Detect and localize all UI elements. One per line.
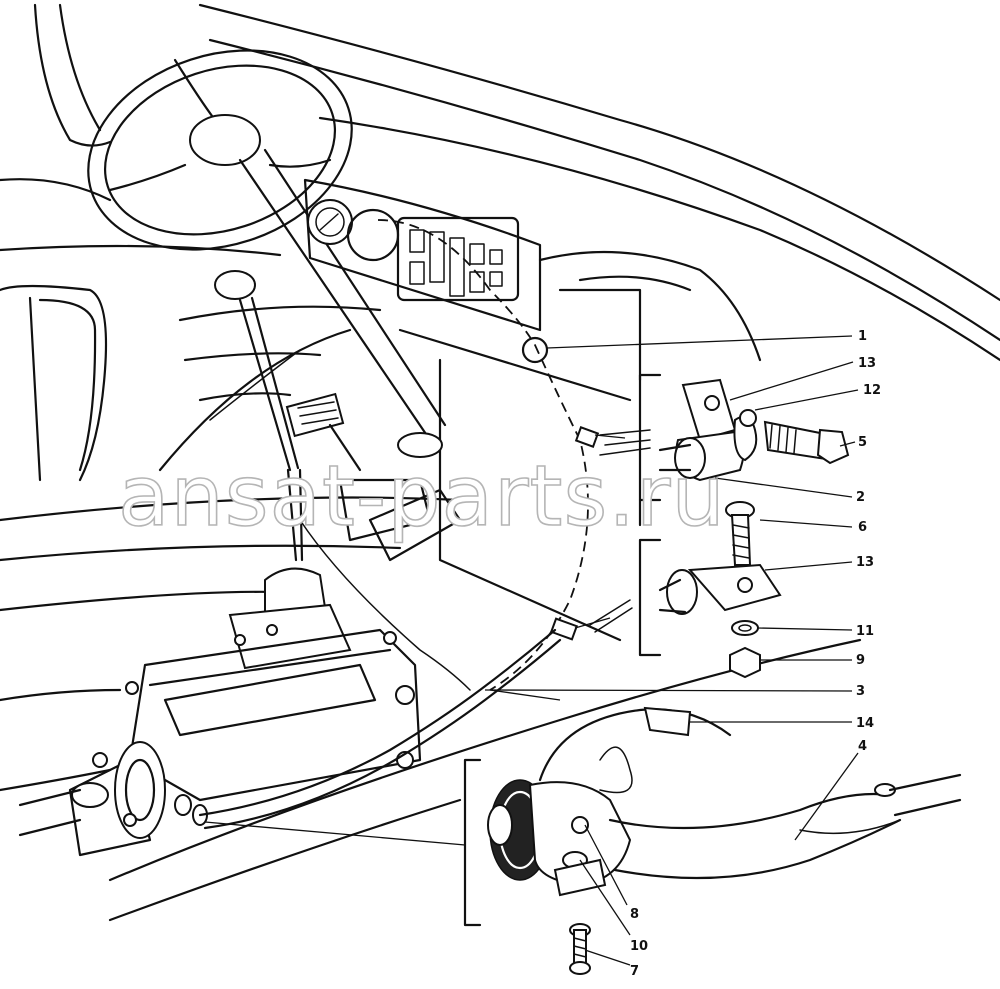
callout-6: 6 <box>858 520 867 535</box>
drive-detail <box>463 706 962 975</box>
gearbox <box>18 603 422 857</box>
speedometer-drive-cable <box>198 519 562 830</box>
speedometer-cable-route <box>377 219 600 691</box>
instrument-panel <box>303 178 542 332</box>
callout-5: 5 <box>858 435 867 450</box>
leader-lines <box>204 335 859 966</box>
cab-interior <box>0 3 1000 922</box>
clamp-detail-upper <box>599 373 850 527</box>
callout-11: 11 <box>856 624 874 639</box>
pedals <box>285 392 462 562</box>
callout-9: 9 <box>856 653 865 668</box>
callout-10: 10 <box>630 939 648 954</box>
callout-12: 12 <box>863 383 881 398</box>
callout-8: 8 <box>630 907 639 922</box>
callout-1: 1 <box>858 329 867 344</box>
callout-13-upper: 13 <box>858 356 876 371</box>
callout-14: 14 <box>856 716 874 731</box>
callout-3: 3 <box>856 684 865 699</box>
callout-labels: 1 13 12 5 2 6 13 11 9 3 14 4 8 10 7 <box>630 329 881 979</box>
callout-2: 2 <box>856 490 865 505</box>
clamp-detail-lower <box>589 501 782 679</box>
callout-13-lower: 13 <box>856 555 874 570</box>
callout-7: 7 <box>630 964 639 979</box>
watermark: ansat-parts.ru <box>118 447 726 545</box>
steering-wheel <box>87 49 447 458</box>
callout-4: 4 <box>858 739 867 754</box>
